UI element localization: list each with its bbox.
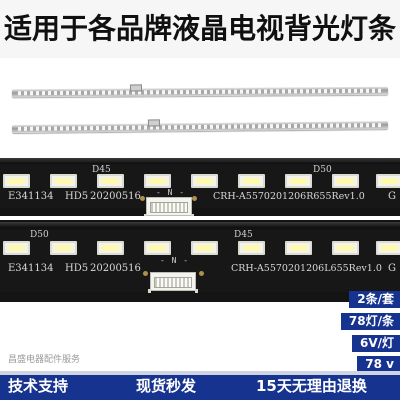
full-strips-photo <box>0 58 400 158</box>
led-chip <box>238 174 265 188</box>
led-chip <box>191 241 218 255</box>
connector-latch <box>148 289 198 293</box>
pcb-model-suffix: G <box>388 263 396 274</box>
board-edge <box>0 222 400 228</box>
led-chip <box>3 174 30 188</box>
led-chip <box>50 241 77 255</box>
spec-voltage-per-led: 6V/灯 <box>351 335 400 352</box>
led-chip <box>238 241 265 255</box>
connector-pins <box>150 202 188 213</box>
led-chip <box>285 174 312 188</box>
connector-tab <box>129 84 142 92</box>
solder-pad <box>199 271 204 276</box>
strip-closeup-bottom: D50 D45 - N - E341134 HD5 20200516 CRH-A… <box>0 220 400 302</box>
led-chip <box>285 241 312 255</box>
led-chip <box>97 174 124 188</box>
connector-latch <box>144 214 194 216</box>
pcb-mark-d45: D45 <box>234 230 253 240</box>
feature-bar-highlight <box>0 371 400 375</box>
shop-watermark: 昌盛电器配件服务 <box>8 355 81 365</box>
title-banner: 适用于各品牌液晶电视背光灯条 <box>0 0 400 59</box>
spec-leds-per-strip: 78灯/条 <box>340 313 400 330</box>
led-chip <box>50 174 77 188</box>
pcb-code-left: E341134 <box>8 263 54 274</box>
pcb-mark-d45: D45 <box>92 165 111 175</box>
cable-connector <box>144 197 194 216</box>
led-chip <box>332 241 359 255</box>
led-chip <box>332 174 359 188</box>
spec-set-count: 2条/套 <box>349 291 400 308</box>
spec-total: 78 v <box>357 356 400 373</box>
connector-tab <box>147 119 160 127</box>
led-chip <box>144 241 171 255</box>
solder-pad <box>140 196 145 201</box>
pcb-pin-marks: - N - <box>156 188 186 197</box>
photo-gap <box>0 216 400 220</box>
led-row <box>17 88 383 96</box>
feature-returns: 15天无理由退换 <box>256 377 367 395</box>
feature-bar <box>0 371 400 400</box>
led-strip-full-top <box>11 84 389 98</box>
pcb-code-hd: HD5 <box>65 263 89 274</box>
pcb-mark-d50: D50 <box>313 165 332 175</box>
solder-pad <box>143 271 148 276</box>
pcb-code-hd: HD5 <box>65 191 89 202</box>
pcb-code-date: 20200516 <box>90 263 141 274</box>
cable-connector <box>148 272 198 293</box>
led-chip <box>191 174 218 188</box>
pcb-code-date: 20200516 <box>90 191 141 202</box>
solder-pad <box>192 196 197 201</box>
pcb-model-suffix: G <box>388 191 396 202</box>
connector-pins <box>154 277 192 288</box>
pcb-code-left: E341134 <box>8 191 54 202</box>
led-chip <box>3 241 30 255</box>
pcb-board <box>0 230 400 292</box>
strip-closeup-top: D45 D50 - N - E341134 HD5 20200516 CRH-A… <box>0 158 400 216</box>
pcb-model-number: CRH-A5570201206R655Rev1.0 <box>213 191 365 202</box>
pcb-model-number: CRH-A5570201206L655Rev1.0 <box>231 263 382 274</box>
led-chip <box>376 174 400 188</box>
feature-in-stock: 现货秒发 <box>136 377 197 395</box>
led-strip-full-bottom <box>11 119 389 133</box>
led-chip <box>144 174 171 188</box>
pcb-pin-marks: - N - <box>160 256 190 265</box>
pcb-mark-d50: D50 <box>30 230 49 240</box>
feature-tech-support: 技术支持 <box>8 377 69 395</box>
banner-title: 适用于各品牌液晶电视背光灯条 <box>3 12 396 45</box>
led-chip <box>376 241 400 255</box>
board-edge <box>0 158 400 164</box>
led-chip <box>97 241 124 255</box>
led-row <box>17 123 383 131</box>
